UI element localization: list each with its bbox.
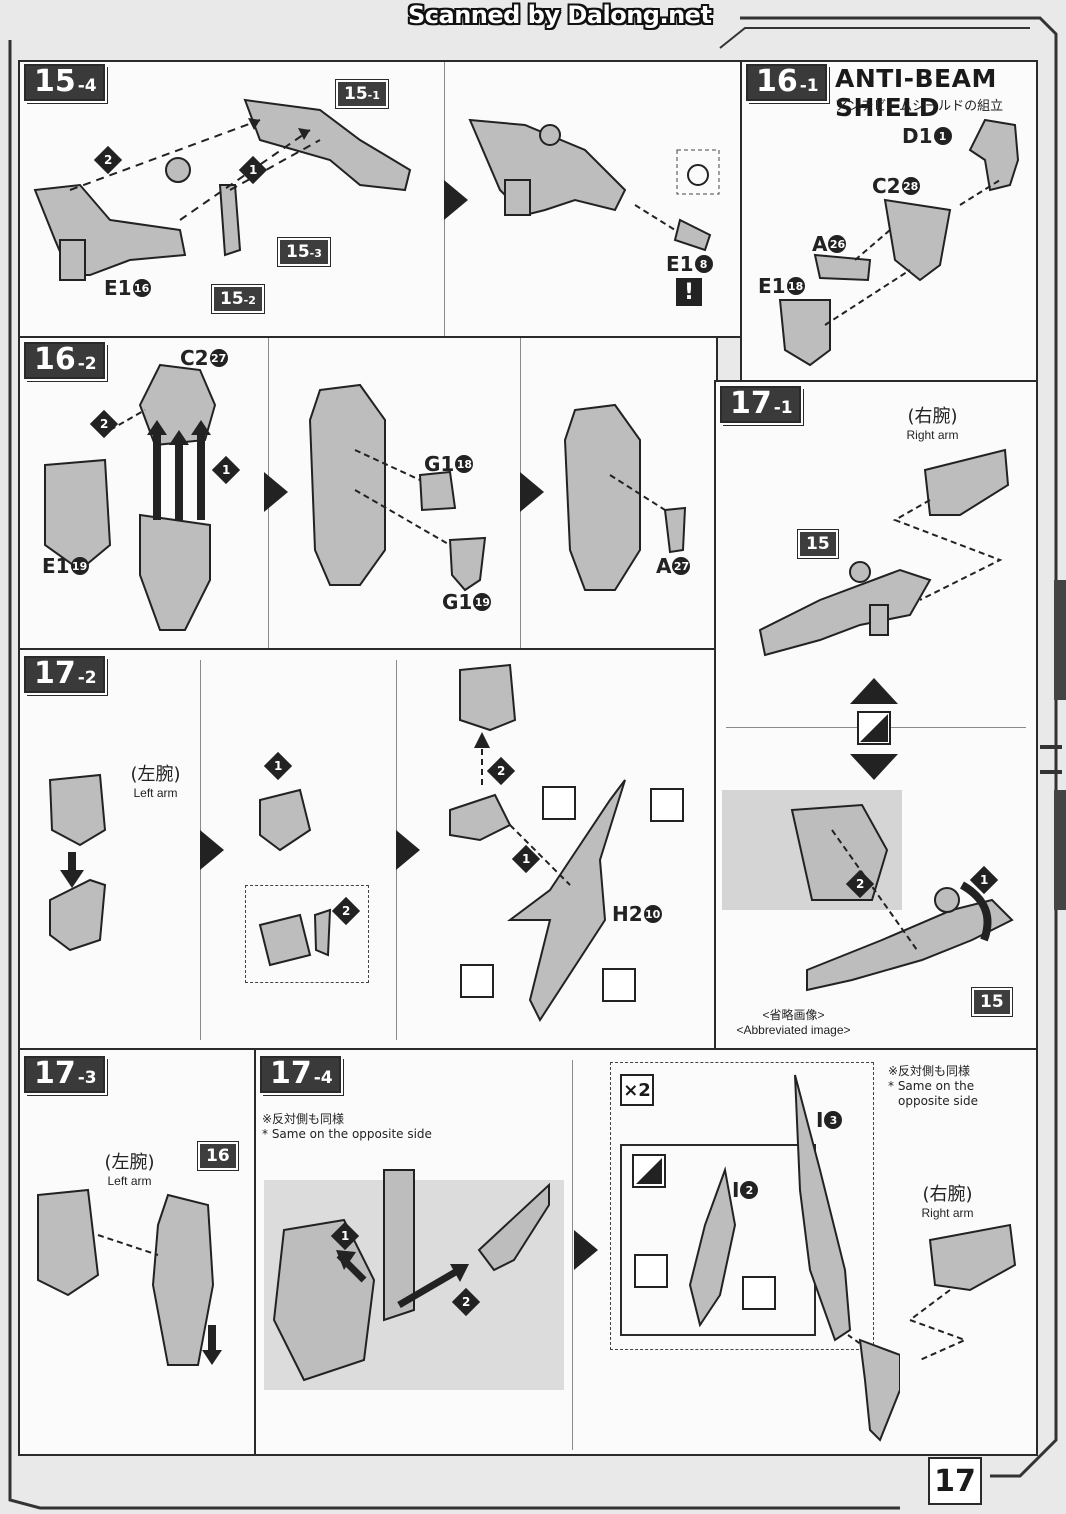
right-arm-label-2: (右腕) Right arm — [921, 1184, 974, 1220]
shield-title-jp: アンチビームシールドの組立 — [835, 99, 1004, 114]
flow-arrow — [520, 472, 544, 512]
right-arm-fin-drawing — [907, 1223, 1017, 1360]
left-arm-label: (左腕) Left arm — [130, 764, 181, 800]
cut-icon — [742, 1276, 776, 1310]
shield-back-assembly-drawing — [44, 363, 217, 631]
cut-icon — [542, 786, 576, 820]
warning-icon: ! — [676, 278, 702, 306]
fin-part-drawing — [688, 1166, 737, 1328]
ref-tag-15-2: 15-2 — [211, 284, 265, 314]
flow-arrow — [264, 472, 288, 512]
beam-shield-drawing — [449, 663, 626, 1023]
long-fin-drawing — [794, 1074, 900, 1442]
small-icon — [632, 1154, 666, 1188]
step-16-2-label: 16-2 — [24, 342, 105, 379]
flow-arrow — [574, 1230, 598, 1270]
flow-arrow — [396, 830, 420, 870]
hand-assembly-drawing — [259, 788, 312, 852]
backpack-fin-drawing — [264, 1169, 564, 1390]
rifle-complete-drawing — [468, 118, 720, 252]
shield-title: ANTI-BEAM SHIELD — [835, 64, 997, 122]
ref-tag-15-3: 15-3 — [277, 237, 331, 267]
ref-tag-16: 16 — [197, 1141, 239, 1171]
arm-rifle-abbreviated-drawing — [722, 790, 1014, 992]
detail-box — [245, 885, 369, 983]
multi-part-box — [610, 1062, 874, 1350]
left-arm-label-2: (左腕) Left arm — [104, 1152, 155, 1188]
flow-arrow — [200, 830, 224, 870]
watermark-text: Scanned by Dalong.net — [408, 1, 712, 29]
swap-icon — [850, 678, 898, 780]
page-number: 17 — [928, 1457, 982, 1505]
step-17-1-label: 17-1 — [720, 386, 801, 423]
quantity-badge: ×2 — [620, 1074, 654, 1106]
flow-arrow — [444, 180, 468, 220]
ref-tag-15-a: 15 — [797, 529, 839, 559]
step-17-3-label: 17-3 — [24, 1056, 105, 1093]
shield-parts-drawing — [778, 118, 1020, 367]
cut-icon — [650, 788, 684, 822]
ref-tag-15-b: 15 — [971, 987, 1013, 1017]
step-16-1-label: 16-1 — [746, 64, 827, 101]
cut-icon — [634, 1254, 668, 1288]
right-arm-rifle-drawing — [758, 448, 1010, 657]
same-opposite-note: ※反対側も同様 * Same on the opposite side — [262, 1112, 432, 1141]
step-15-4-label: 15-4 — [24, 64, 105, 101]
left-arm-drawing — [48, 773, 107, 952]
rifle-assembly-drawing — [33, 98, 412, 281]
abbreviated-image-label: <省略画像> <Abbreviated image> — [736, 1008, 851, 1037]
left-arm-shield-drawing — [37, 1188, 222, 1366]
shield-final-drawing — [563, 403, 687, 591]
right-arm-label: (右腕) Right arm — [906, 406, 959, 442]
shield-front-drawing — [308, 383, 487, 592]
ref-tag-15-1: 15-1 — [335, 79, 389, 109]
step-17-4-label: 17-4 — [260, 1056, 341, 1093]
step-17-2-label: 17-2 — [24, 656, 105, 693]
hand-detail-drawing — [258, 908, 332, 967]
same-opposite-note-2: ※反対側も同様 * Same on the opposite side — [888, 1064, 978, 1108]
cut-icon — [460, 964, 494, 998]
cut-icon — [602, 968, 636, 1002]
